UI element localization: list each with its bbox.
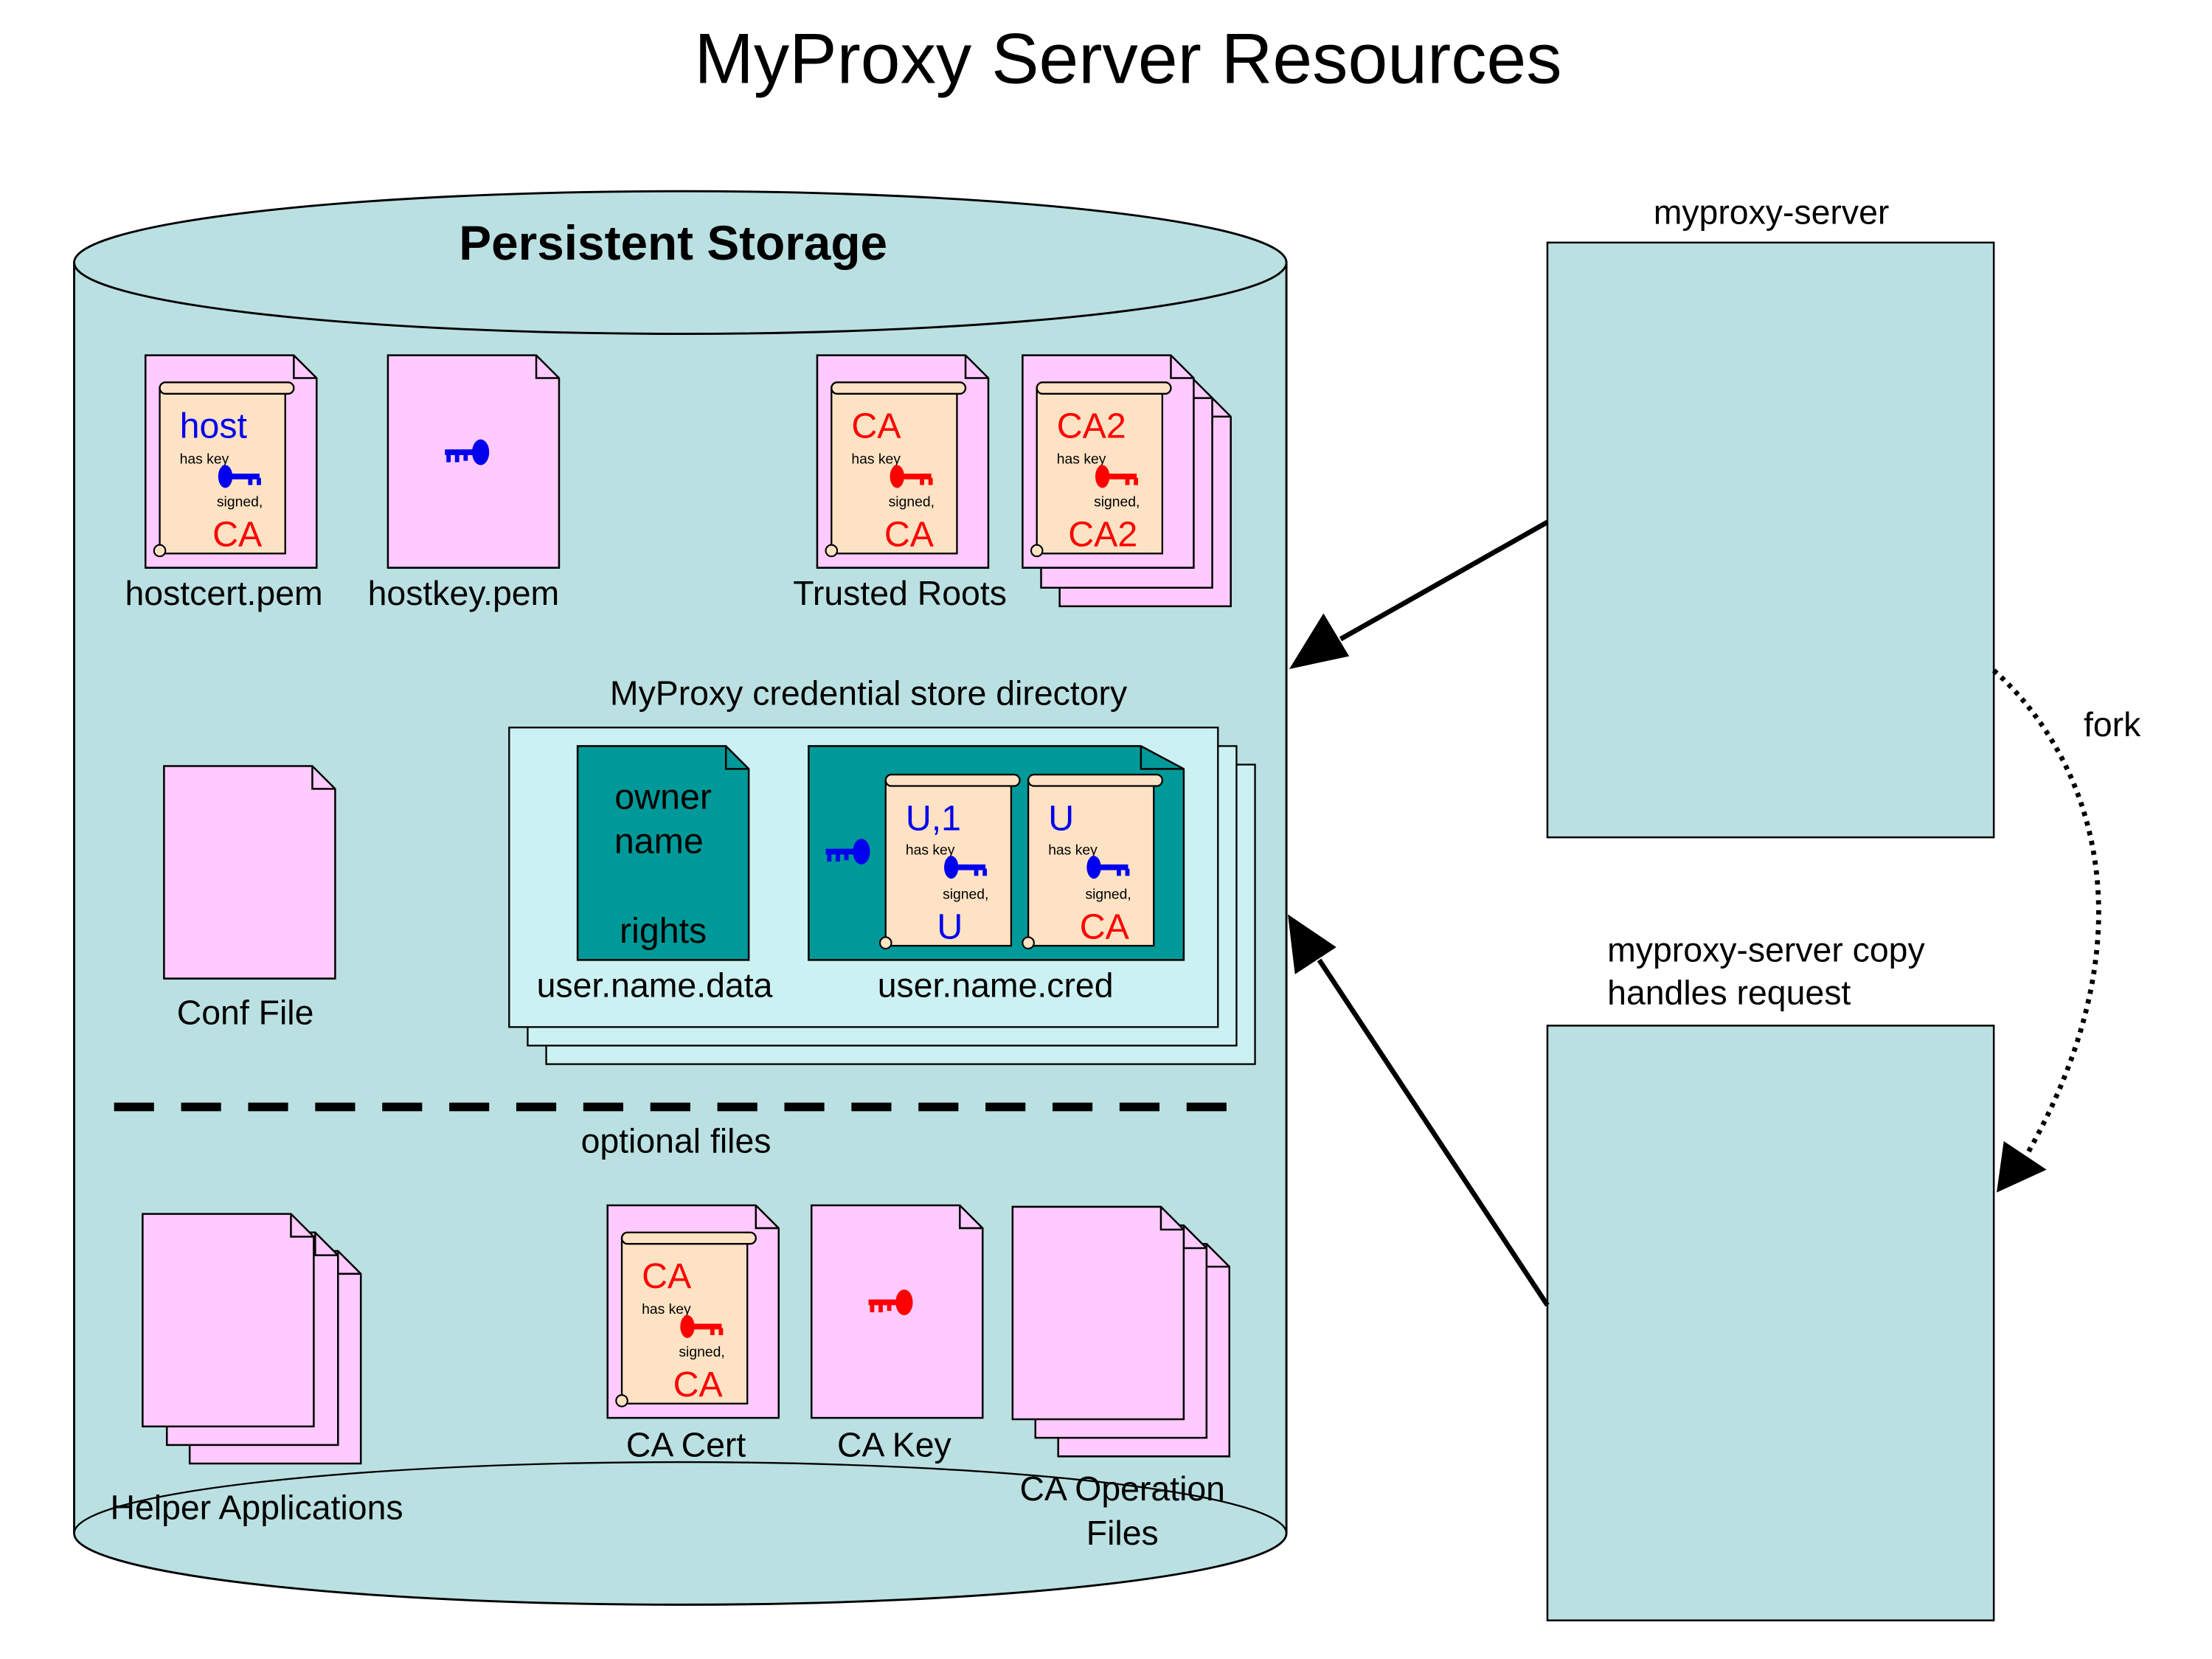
has-key-text: has key <box>180 452 229 468</box>
signed-text: signed, <box>1085 887 1131 902</box>
page-title: MyProxy Server Resources <box>694 18 1561 98</box>
user-data-file[interactable]: owner name rights <box>576 745 750 961</box>
helper-applications-label: Helper Applications <box>110 1488 403 1526</box>
has-key-text: has key <box>1057 452 1106 468</box>
ca-certificate-icon: CA has key signed, CA <box>825 381 967 558</box>
ca-cert-issuer: CA <box>673 1365 724 1405</box>
signed-text: signed, <box>679 1345 724 1360</box>
proxy-certificate-icon: U,1 has key signed, U <box>878 773 1021 950</box>
blue-key-icon <box>445 439 490 465</box>
ca-operation-files-label-line1: CA Operation <box>1019 1469 1225 1508</box>
myproxy-server-box[interactable] <box>1546 241 1995 839</box>
ca-key-file[interactable] <box>810 1204 984 1419</box>
host-cert-subject: host <box>180 406 248 446</box>
ca2-root-issuer: CA2 <box>1068 515 1137 555</box>
trusted-root-ca2-stack[interactable]: CA2 has key signed, CA2 <box>1022 354 1232 608</box>
user-data-label: user.name.data <box>537 966 773 1005</box>
signed-text: signed, <box>889 495 935 510</box>
conf-file[interactable] <box>163 765 336 980</box>
hostcert-label: hostcert.pem <box>125 574 322 612</box>
user-certificate-icon: U has key signed, CA <box>1022 773 1164 950</box>
proxy-cert-issuer: U <box>937 907 963 946</box>
ca-operation-files-label-line2: Files <box>1086 1514 1159 1552</box>
data-name-text: name <box>614 821 704 861</box>
ca-cert-file[interactable]: CA has key signed, CA <box>606 1204 780 1419</box>
server-to-storage-arrow <box>1289 519 1549 669</box>
signed-text: signed, <box>1094 495 1140 510</box>
signed-text: signed, <box>943 887 988 902</box>
has-key-text: has key <box>906 842 955 858</box>
optional-files-label: optional files <box>581 1121 772 1160</box>
red-key-icon <box>680 1315 724 1338</box>
data-owner-text: owner <box>614 777 712 817</box>
signed-text: signed, <box>217 495 263 510</box>
server-label: myproxy-server <box>1654 193 1890 232</box>
server-copy-label-line2: handles request <box>1607 973 1851 1011</box>
hostkey-label: hostkey.pem <box>368 574 560 612</box>
fork-label: fork <box>2084 705 2141 744</box>
trusted-roots-label: Trusted Roots <box>793 574 1007 612</box>
cred-dir-label: MyProxy credential store directory <box>610 673 1128 712</box>
hostcert-file[interactable]: host has key signed, CA <box>144 354 318 569</box>
fork-arrow <box>1991 668 2101 1193</box>
blue-key-icon <box>218 465 261 488</box>
ca-operation-files-stack[interactable] <box>1011 1205 1231 1458</box>
ca-root-subject: CA <box>851 406 901 446</box>
red-key-icon <box>868 1289 913 1315</box>
conf-file-label: Conf File <box>177 993 314 1031</box>
blue-key-icon <box>825 839 870 865</box>
server-copy-label-line1: myproxy-server copy <box>1607 930 1925 969</box>
myproxy-server-copy-box[interactable] <box>1546 1025 1995 1621</box>
host-cert-issuer: CA <box>212 515 263 555</box>
user-cred-label: user.name.cred <box>878 966 1114 1005</box>
blue-key-icon <box>1086 856 1130 879</box>
user-cred-file[interactable]: U,1 has key signed, U U has key s <box>808 745 1185 961</box>
red-key-icon <box>1095 465 1139 488</box>
user-cert-subject: U <box>1048 798 1074 838</box>
has-key-text: has key <box>642 1302 691 1317</box>
copy-to-storage-arrow <box>1288 914 1550 1307</box>
ca-root-issuer: CA <box>884 515 935 555</box>
storage-heading: Persistent Storage <box>459 215 887 270</box>
helper-applications-stack[interactable] <box>142 1213 362 1465</box>
hostkey-file[interactable] <box>386 354 561 569</box>
ca-certificate-icon: CA has key signed, CA <box>615 1231 757 1407</box>
red-key-icon <box>890 465 933 488</box>
ca-cert-subject: CA <box>642 1256 692 1296</box>
blue-key-icon <box>944 856 988 879</box>
trusted-root-ca-file[interactable]: CA has key signed, CA <box>816 354 990 569</box>
host-certificate-icon: host has key signed, CA <box>153 381 295 558</box>
ca-key-label: CA Key <box>837 1425 952 1464</box>
ca2-root-subject: CA2 <box>1057 406 1126 446</box>
ca2-certificate-icon: CA2 has key signed, CA2 <box>1030 381 1172 558</box>
has-key-text: has key <box>851 452 901 468</box>
user-cert-issuer: CA <box>1080 907 1130 946</box>
proxy-cert-subject: U,1 <box>906 798 961 838</box>
has-key-text: has key <box>1048 842 1098 858</box>
data-rights-text: rights <box>620 911 707 951</box>
ca-cert-label: CA Cert <box>626 1425 746 1464</box>
